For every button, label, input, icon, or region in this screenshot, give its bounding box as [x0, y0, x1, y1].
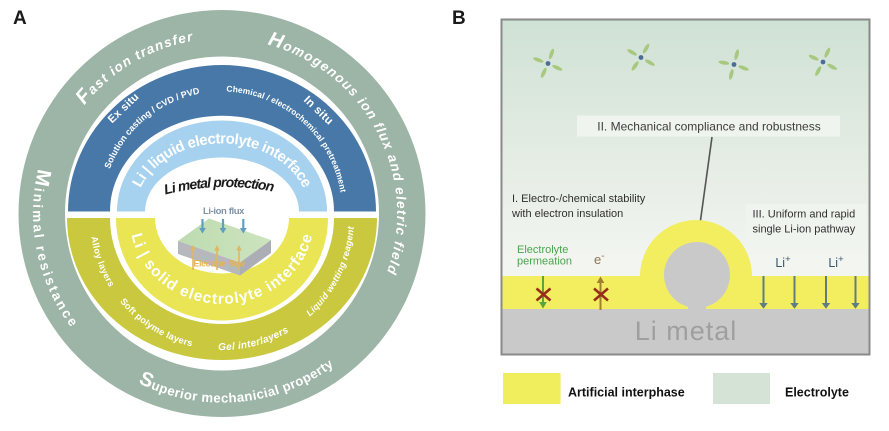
- svg-text:Electron flow: Electron flow: [193, 259, 246, 269]
- svg-text:permeation: permeation: [517, 256, 572, 268]
- svg-text:e-: e-: [594, 251, 605, 268]
- svg-text:II. Mechanical compliance and: II. Mechanical compliance and robustness: [597, 120, 820, 134]
- svg-text:Electrolyte: Electrolyte: [785, 386, 849, 400]
- svg-text:I. Electro-/chemical stability: I. Electro-/chemical stability: [512, 193, 646, 205]
- svg-text:with electron insulation: with electron insulation: [511, 208, 623, 220]
- svg-text:Li-ion flux: Li-ion flux: [203, 206, 245, 217]
- svg-text:B: B: [452, 8, 466, 29]
- svg-text:Electrolyte: Electrolyte: [517, 244, 568, 256]
- svg-text:A: A: [13, 8, 27, 29]
- svg-text:Li metal: Li metal: [635, 316, 738, 346]
- svg-text:Artificial interphase: Artificial interphase: [568, 386, 685, 400]
- svg-text:III. Uniform and rapid: III. Uniform and rapid: [753, 209, 856, 221]
- svg-text:single Li-ion pathway: single Li-ion pathway: [753, 224, 856, 236]
